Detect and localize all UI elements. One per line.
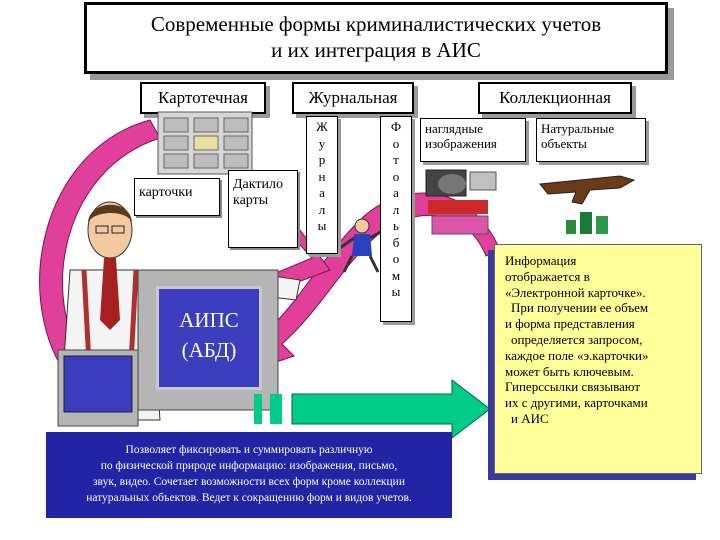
journal-column-letter: о [392,251,400,266]
title-box: Современные формы криминалистических уче… [84,2,668,74]
title-line-2: и их интеграция в АИС [271,38,481,62]
description-line-2: по физической природе информацию: изобра… [100,460,398,472]
info-line: Гиперссылки связывают [505,379,641,395]
natural-line-2: объекты [541,136,587,151]
journal-column-letter: ы [317,218,327,233]
journal-column-letter: Ж [316,119,328,134]
info-line: и форма представления [505,316,635,332]
title-line-1: Современные формы криминалистических уче… [150,12,602,36]
dactylo-label: Дактило карты [229,171,297,209]
visual-images-box: наглядные изображения [420,118,526,162]
dactylo-line-2: карты [233,193,269,208]
journal-column-letter: а [319,185,325,200]
green-arrow [254,378,491,440]
dactylo-line-1: Дактило [233,177,283,192]
journal-column-letter: а [393,185,399,200]
natural-objects-illustration [539,175,636,234]
info-line: каждое поле «э.карточки» [505,347,649,363]
computer-screen: АИПС (АБД) [156,286,262,390]
info-line: При получении ее объем [511,300,649,316]
journal-column-letter: о [392,168,400,184]
page-title: Современные формы криминалистических уче… [87,11,665,63]
visual-images-illustration [425,169,497,235]
journal-column-letter: о [392,135,400,151]
description-panel: Позволяет фиксировать и суммировать разл… [46,432,452,518]
info-line: Информация [505,253,577,268]
info-line: «Электронной карточке». [505,284,646,300]
dactylo-paper: Дактило карты [228,170,298,248]
journal-column-letter: ь [393,218,399,233]
description-line-1: Позволяет фиксировать и суммировать разл… [125,444,373,456]
journal-column-letter: р [318,152,326,167]
natural-line-1: Натуральные [541,121,615,136]
category-card-box: Картотечная [140,82,266,114]
screen-line-1: АИПС [179,308,239,332]
journal-column-letter: т [393,152,399,167]
filing-cabinet-illustration [157,111,253,175]
info-box: Информация отображается в «Электронной к… [494,244,702,474]
cards-label: карточки [139,185,193,200]
journal-column-letter: л [392,201,400,217]
journal-column-letter: ы [391,284,401,299]
description-line-4: натуральных объектов. Ведет к сокращению… [86,492,412,504]
natural-objects-box: Натуральные объекты [536,118,646,162]
screen-line-2: (АБД) [181,338,237,362]
running-man-illustration [339,218,385,273]
journal-column-letter: м [391,267,401,283]
journal-column-letter: н [318,168,326,184]
visual-line-1: наглядные [425,121,483,136]
category-journal-box: Журнальная [292,82,414,114]
category-collection-box: Коллекционная [478,82,632,114]
info-line: их с другими, карточками [505,395,648,411]
journal-column-letter: у [318,135,326,151]
journal-column-letter: л [318,201,326,217]
description-line-3: звук, видео. Сочетает возможности всех ф… [93,476,405,488]
info-line: может быть ключевым. [505,363,634,379]
journal-column-letter: б [392,234,400,250]
journal-column-letter: Ф [390,119,402,134]
info-line: отображается в [505,268,590,284]
info-line: и АИС [511,410,549,426]
cards-paper: карточки [134,178,220,216]
info-line: определяется запросом, [511,331,643,347]
visual-line-2: изображения [425,136,497,151]
